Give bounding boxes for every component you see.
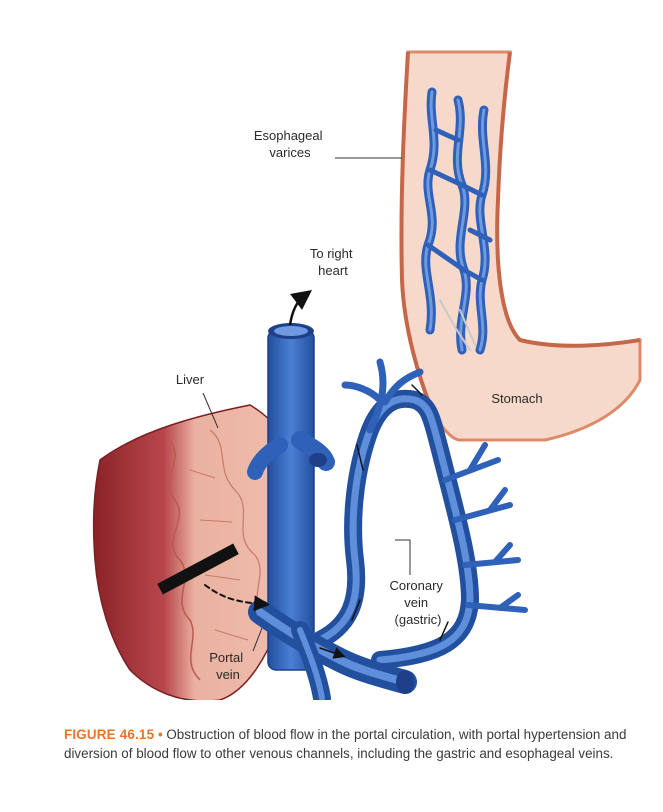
figure-caption: FIGURE 46.15 • Obstruction of blood flow… — [64, 726, 644, 763]
portal-circulation-diagram: Esophageal varices To right heart Liver … — [92, 50, 642, 700]
coronary-vein — [311, 358, 528, 669]
liver — [92, 404, 298, 700]
figure-number: FIGURE 46.15 — [64, 727, 155, 742]
leader-lines — [202, 157, 411, 652]
liver-label: Liver — [176, 372, 205, 387]
esophageal-varices — [421, 87, 493, 355]
liver-body — [92, 404, 298, 700]
liver-leader — [202, 392, 219, 429]
coronary-vein-label: Coronary vein (gastric) — [389, 578, 446, 627]
esophagus-right-edge — [495, 51, 641, 348]
inferior-vena-cava — [247, 289, 335, 671]
portal-leader — [252, 627, 263, 652]
to-heart-arrow — [288, 289, 312, 326]
esophagus-wall — [399, 50, 642, 442]
to-right-heart-label: To right heart — [310, 246, 356, 278]
stomach-label: Stomach — [491, 391, 542, 406]
coronary-leader — [395, 539, 411, 575]
portal-vein-label: Portal vein — [209, 650, 247, 682]
obstruction-bar — [157, 543, 239, 595]
caption-text: Obstruction of blood flow in the portal … — [64, 727, 627, 761]
caption-bullet: • — [157, 727, 163, 742]
portal-vein — [204, 584, 417, 700]
blocked-flow-arrow — [204, 584, 270, 612]
esophageal-varices-label: Esophageal varices — [254, 128, 326, 160]
esophagus-stomach — [399, 50, 642, 442]
